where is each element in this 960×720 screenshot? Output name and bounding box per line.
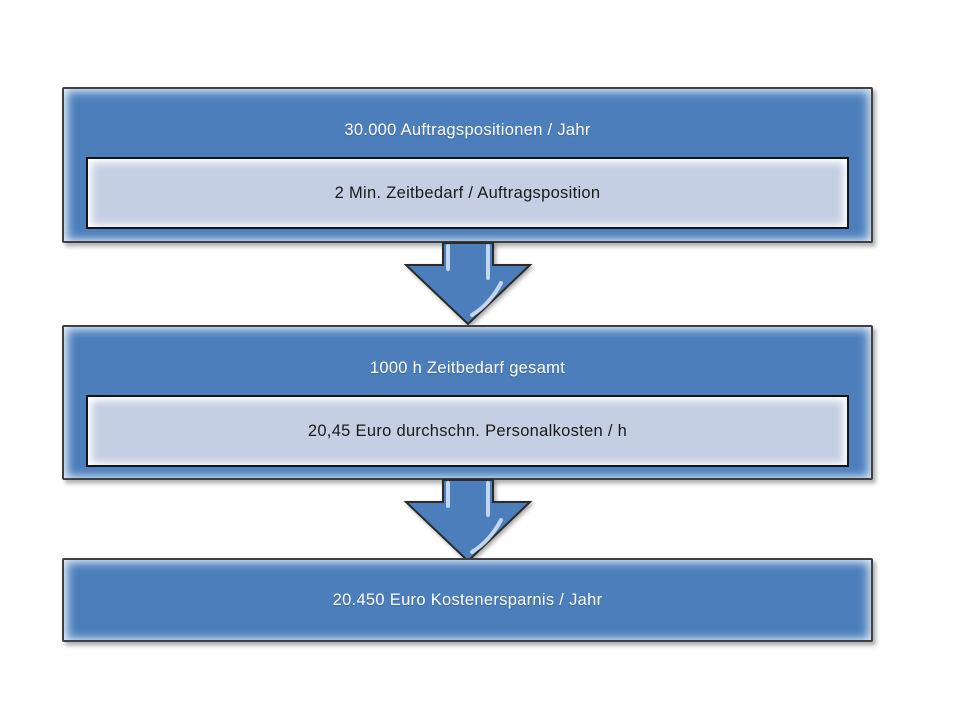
step-1-detail-label: 2 Min. Zeitbedarf / Auftragsposition (334, 183, 601, 202)
down-arrow-icon (403, 479, 533, 563)
step-1-detail-box: 2 Min. Zeitbedarf / Auftragsposition (86, 157, 849, 229)
step-2-detail-box: 20,45 Euro durchschn. Personalkosten / h (86, 395, 849, 467)
step-3-title: 20.450 Euro Kostenersparnis / Jahr (332, 590, 603, 609)
step-box-2: 1000 h Zeitbedarf gesamt 20,45 Euro durc… (62, 325, 873, 480)
step-2-title: 1000 h Zeitbedarf gesamt (369, 358, 566, 377)
step-box-1: 30.000 Auftragspositionen / Jahr 2 Min. … (62, 87, 873, 243)
step-2-detail-label: 20,45 Euro durchschn. Personalkosten / h (307, 421, 628, 440)
down-arrow-icon (403, 242, 533, 326)
step-1-title: 30.000 Auftragspositionen / Jahr (344, 120, 591, 139)
step-box-3: 20.450 Euro Kostenersparnis / Jahr (62, 558, 873, 642)
